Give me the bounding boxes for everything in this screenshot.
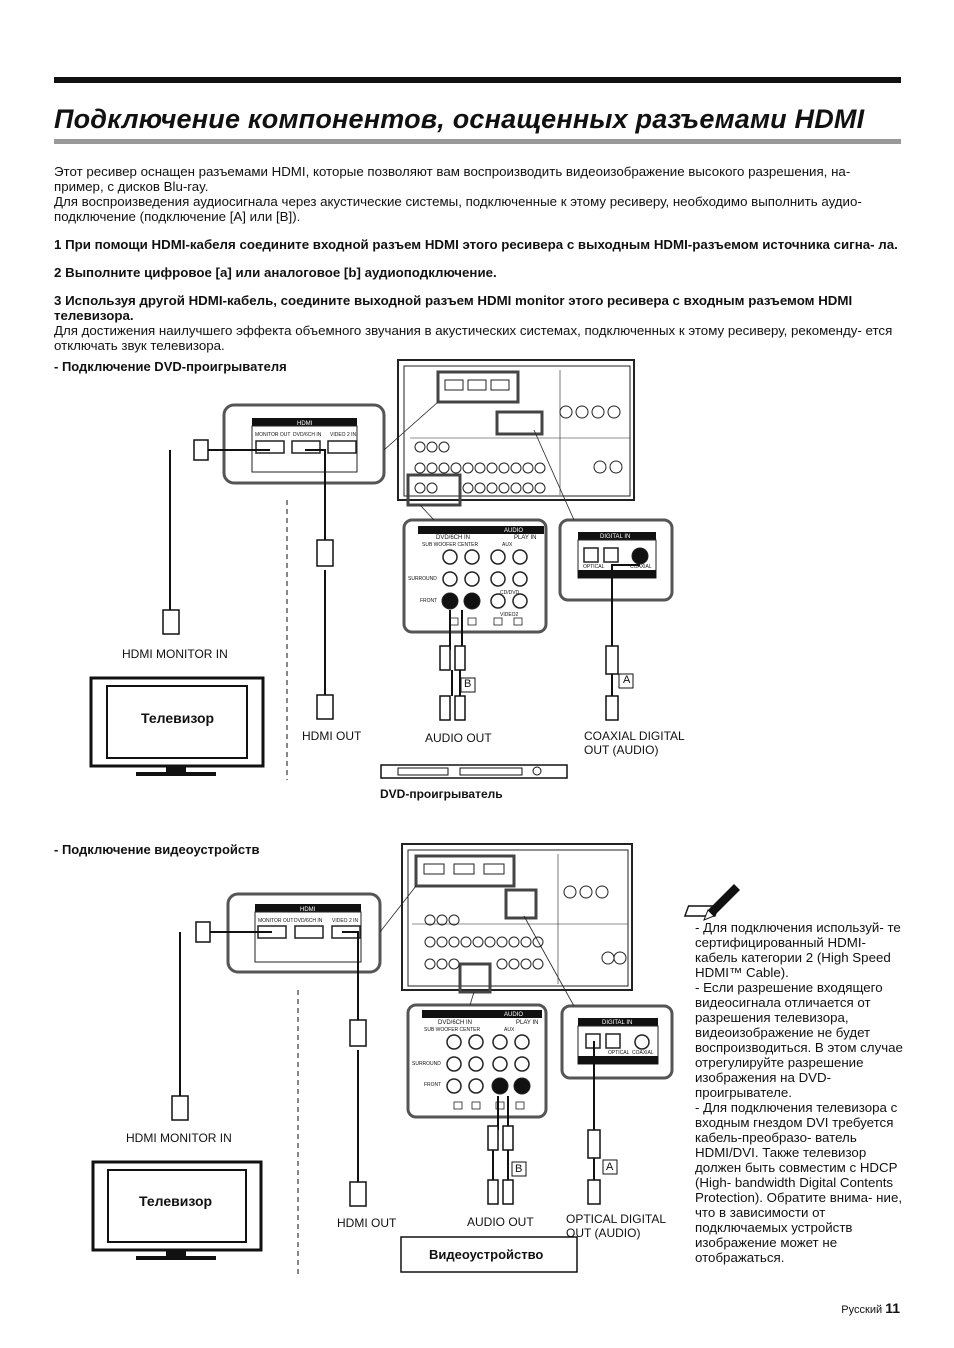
svg-text:SUB WOOFER CENTER: SUB WOOFER CENTER [422,542,479,548]
optical-out-label-2b: OUT (AUDIO) [566,1226,641,1240]
svg-text:MONITOR OUT: MONITOR OUT [258,918,293,924]
svg-text:DVD/6CH IN: DVD/6CH IN [294,918,323,924]
svg-text:CD/DVD: CD/DVD [500,590,520,596]
svg-text:MONITOR OUT: MONITOR OUT [255,432,290,438]
hdmi-out-label-2: HDMI OUT [337,1216,397,1230]
svg-text:VIDEO2: VIDEO2 [500,612,519,618]
svg-text:DIGITAL IN: DIGITAL IN [602,1020,632,1026]
svg-text:HDMI: HDMI [297,421,313,427]
top-rule [54,77,901,83]
hdmi-out-label-1: HDMI OUT [302,729,362,743]
badge-b-1: B [464,678,472,690]
tv-1 [89,676,265,776]
receiver-panel-2 [401,843,633,994]
note-item-1: - Для подключения используй- те сертифиц… [695,920,901,980]
note-item-3: - Для подключения телевизора с входным г… [695,1100,903,1265]
badge-a-2: A [606,1161,614,1173]
coaxial-out-label-1b: OUT (AUDIO) [584,743,659,757]
title-underline [54,139,901,144]
digital-callout-1: DIGITAL IN OPTICAL COAXIAL [533,429,674,602]
badge-b-2: B [515,1163,523,1175]
svg-text:DVD/6CH IN: DVD/6CH IN [436,535,470,541]
step-1: 1 При помощи HDMI-кабеля соедините входн… [54,237,898,252]
svg-text:AUDIO: AUDIO [504,528,523,534]
tv-label-1: Телевизор [141,710,215,726]
video-device-connection-diagram: HDMI MONITOR OUT DVD/6CH IN VIDEO 2 IN A… [91,843,740,1276]
video-device-label: Видеоустройство [429,1247,544,1262]
pencil-icon [683,884,740,921]
optical-out-label-2a: OPTICAL DIGITAL [566,1212,667,1226]
dvd-player-label: DVD-проигрыватель [380,787,503,801]
audio-callout-1: AUDIO DVD/6CH IN PLAY IN SUB WOOFER CENT… [402,504,548,634]
svg-text:AUX: AUX [502,542,513,548]
svg-text:VIDEO 2 IN: VIDEO 2 IN [332,918,359,924]
svg-text:SURROUND: SURROUND [408,576,437,582]
intro-paragraph-1: Этот ресивер оснащен разъемами HDMI, кот… [54,164,851,194]
svg-text:SURROUND: SURROUND [412,1061,441,1067]
note-item-2: - Если разрешение входящего видеосигнала… [695,980,903,1100]
svg-text:FRONT: FRONT [424,1082,441,1088]
coaxial-out-label-1a: COAXIAL DIGITAL [584,729,685,743]
section-2-heading: - Подключение видеоустройств [54,842,260,857]
svg-text:HDMI: HDMI [300,907,316,913]
plugs-1 [162,439,619,721]
intro-paragraph-2: Для воспроизведения аудиосигнала через а… [54,194,862,224]
audio-out-label-1: AUDIO OUT [425,731,492,745]
svg-text:AUX: AUX [504,1027,515,1033]
svg-text:DVD/6CH IN: DVD/6CH IN [293,432,322,438]
svg-text:PLAY IN: PLAY IN [516,1020,538,1026]
svg-text:DIGITAL IN: DIGITAL IN [600,534,630,540]
audio-out-label-2: AUDIO OUT [467,1215,534,1229]
svg-text:COAXIAL: COAXIAL [630,564,652,570]
cables-1 [169,449,640,700]
footer-language: Русский [841,1304,883,1316]
cables-2 [179,931,595,1182]
step-3-text: Для достижения наилучшего эффекта объемн… [54,323,893,353]
svg-text:COAXIAL: COAXIAL [632,1050,654,1056]
badge-a-1: A [623,674,631,686]
svg-text:AUDIO: AUDIO [504,1012,523,1018]
svg-text:OPTICAL: OPTICAL [583,564,605,570]
note-block: - Для подключения используй- те сертифиц… [695,920,905,1265]
page-number: 11 [885,1300,900,1316]
hdmi-monitor-in-label-1: HDMI MONITOR IN [122,647,228,661]
svg-text:PLAY IN: PLAY IN [514,535,536,541]
step-2: 2 Выполните цифровое [a] или аналоговое … [54,265,497,280]
tv-2 [91,1160,263,1260]
dvd-player-icon [380,764,568,779]
svg-text:FRONT: FRONT [420,598,437,604]
hdmi-monitor-in-label-2: HDMI MONITOR IN [126,1131,232,1145]
dvd-connection-diagram: HDMI MONITOR OUT DVD/6CH IN VIDEO 2 IN A… [89,359,674,780]
page-footer: Русский 11 [841,1300,900,1316]
svg-text:OPTICAL: OPTICAL [608,1050,630,1056]
svg-text:VIDEO 2 IN: VIDEO 2 IN [330,432,357,438]
hdmi-callout-1: HDMI MONITOR OUT DVD/6CH IN VIDEO 2 IN [222,401,439,485]
intro-block: Этот ресивер оснащен разъемами HDMI, кот… [54,164,902,353]
page-title: Подключение компонентов, оснащенных разъ… [54,104,865,134]
hdmi-callout-2: HDMI MONITOR OUT DVD/6CH IN VIDEO 2 IN [226,885,417,974]
receiver-panel-1 [397,359,635,507]
svg-text:SUB WOOFER CENTER: SUB WOOFER CENTER [424,1027,481,1033]
section-1-heading: - Подключение DVD-проигрывателя [54,359,287,374]
audio-callout-2: AUDIO DVD/6CH IN PLAY IN SUB WOOFER CENT… [406,991,548,1119]
step-3: 3 Используя другой HDMI-кабель, соединит… [54,293,853,323]
svg-text:DVD/6CH IN: DVD/6CH IN [438,1020,472,1026]
tv-label-2: Телевизор [139,1193,213,1209]
